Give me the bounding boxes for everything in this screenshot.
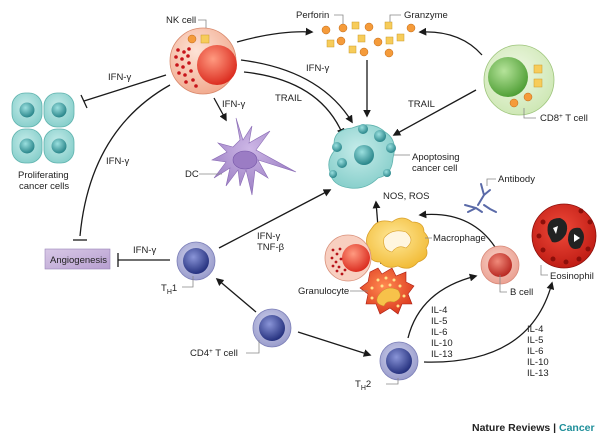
signal-th2-eosinophil-list: IL-4 IL-5 IL-6 IL-10 IL-13 xyxy=(527,324,549,379)
arrow-th1-to-apoptosing xyxy=(218,189,332,249)
signal-th1-apoptosing-2: TNF-β xyxy=(257,242,285,253)
signal-th1-angiogenesis: IFN-γ xyxy=(133,245,156,256)
th2-label: TH2 xyxy=(355,379,371,392)
arrow-nk-to-apoptosing-trail xyxy=(243,71,345,137)
signal-nk-apoptosing-ifn: IFN-γ xyxy=(306,63,329,74)
signal-th2-eosinophil-item: IL-13 xyxy=(527,368,549,379)
proliferating-label-1: Proliferating xyxy=(18,170,69,181)
cd4-t-cell xyxy=(252,308,292,348)
cd8-t-cell-label: CD8+ T cell xyxy=(540,113,588,124)
signal-th2-eosinophil-item: IL-5 xyxy=(527,335,543,346)
inhibit-nk-to-proliferating xyxy=(83,74,167,102)
arrow-cd4-to-th2 xyxy=(297,331,372,357)
dendritic-cell xyxy=(211,117,297,196)
cd4-t-cell-label: CD4+ T cell xyxy=(190,348,238,359)
signal-th2-bcell-item: IL-13 xyxy=(431,349,453,360)
granulocyte xyxy=(359,267,415,315)
nk-cell xyxy=(169,27,237,95)
b-cell-label: B cell xyxy=(510,287,533,298)
granulocyte-label: Granulocyte xyxy=(298,286,349,297)
arrow-th2-to-bcell xyxy=(407,273,478,339)
proliferating-label-2: cancer cells xyxy=(19,181,69,192)
antibody xyxy=(464,183,497,213)
antibody-label: Antibody xyxy=(498,174,535,185)
signal-th1-apoptosing-1: IFN-γ xyxy=(257,231,280,242)
signal-nk-angiogenesis: IFN-γ xyxy=(106,156,129,167)
th1-cell xyxy=(176,241,216,281)
signal-th2-bcell-list: IL-4 IL-5 IL-6 IL-10 IL-13 xyxy=(431,305,453,360)
eosinophil xyxy=(531,203,597,269)
perforin-granzyme-cluster xyxy=(321,21,416,58)
granulocyte-neutrophil xyxy=(324,234,372,282)
signal-th2-bcell-item: IL-5 xyxy=(431,316,447,327)
angiogenesis-label: Angiogenesis xyxy=(50,255,107,266)
signal-th2-bcell-item: IL-4 xyxy=(431,305,447,316)
proliferating-cancer-cells xyxy=(11,92,75,164)
b-cell xyxy=(480,245,520,285)
arrow-cd8-to-granzyme xyxy=(418,27,483,56)
granzyme-label: Granzyme xyxy=(404,10,448,21)
arrow-nk-to-apoptosing-ifn xyxy=(240,59,353,124)
signal-th2-bcell-item: IL-10 xyxy=(431,338,453,349)
nk-granules xyxy=(174,47,198,88)
signal-th2-eosinophil-item: IL-10 xyxy=(527,357,549,368)
signal-th2-eosinophil-item: IL-4 xyxy=(527,324,543,335)
signal-nos-ros: NOS, ROS xyxy=(383,191,429,202)
signal-nk-dc: IFN-γ xyxy=(222,99,245,110)
inhibit-nk-to-angiogenesis xyxy=(79,84,171,237)
arrows xyxy=(73,27,555,363)
arrow-bcell-to-macrophage xyxy=(418,210,496,248)
footer-credit: Nature Reviews | Cancer xyxy=(472,422,595,434)
signal-cd8-trail: TRAIL xyxy=(408,99,435,110)
signal-th2-eosinophil-item: IL-6 xyxy=(527,346,543,357)
perforin-label: Perforin xyxy=(296,10,329,21)
th1-label: TH1 xyxy=(161,283,177,296)
nk-cell-label: NK cell xyxy=(166,15,196,26)
arrow-cd4-to-th1 xyxy=(215,277,257,313)
inhibit-bar-proliferating xyxy=(80,94,88,109)
eosinophil-label: Eosinophil xyxy=(550,271,594,282)
arrow-nk-to-dc xyxy=(213,97,227,122)
dc-label: DC xyxy=(185,169,199,180)
apoptosing-label-2: cancer cell xyxy=(412,163,457,174)
arrow-th2-to-eosinophil xyxy=(423,281,555,363)
signal-nk-apoptosing-trail: TRAIL xyxy=(275,93,302,104)
signal-nk-proliferating: IFN-γ xyxy=(108,72,131,83)
arrow-nk-to-perforin xyxy=(236,27,314,43)
signal-th2-bcell-item: IL-6 xyxy=(431,327,447,338)
arrow-cd8-to-apoptosing xyxy=(392,89,477,136)
macrophage-label: Macrophage xyxy=(433,233,486,244)
cd8-t-cell xyxy=(483,44,555,116)
th2-cell xyxy=(379,341,419,381)
apoptosing-label-1: Apoptosing xyxy=(412,152,460,163)
macrophage xyxy=(366,217,429,269)
angiogenesis-box xyxy=(44,248,111,270)
apoptosing-cancer-cell xyxy=(328,124,396,189)
